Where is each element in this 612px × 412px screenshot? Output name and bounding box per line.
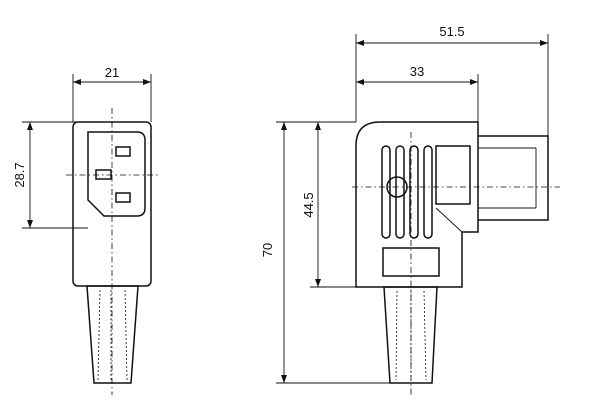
dim-label-socket-height: 28.7 — [12, 162, 27, 187]
dim-label-width: 21 — [105, 65, 119, 80]
dim-label-body-height: 44.5 — [301, 192, 316, 217]
side-cable-relief — [383, 286, 438, 384]
front-socket-outline — [87, 131, 146, 217]
dim-label-body-length: 33 — [410, 64, 424, 79]
front-view: 21 28.7 — [12, 65, 160, 395]
side-upper-window — [435, 145, 471, 205]
front-contact-bottom — [115, 192, 131, 203]
side-rib-1 — [381, 145, 391, 239]
side-rib-3 — [409, 145, 419, 239]
side-view: 51.5 33 44.5 70 — [260, 24, 560, 395]
front-contact-earth — [95, 169, 112, 180]
front-cable-inner — [97, 289, 128, 381]
dim-label-total-height: 70 — [260, 243, 275, 257]
side-body-outline — [355, 121, 479, 288]
front-contact-top — [115, 146, 131, 157]
front-cable-relief — [86, 285, 139, 384]
dim-label-total-length: 51.5 — [439, 24, 464, 39]
side-rib-4 — [423, 145, 433, 239]
side-rib-2 — [395, 145, 405, 239]
side-socket-extension — [478, 135, 549, 221]
